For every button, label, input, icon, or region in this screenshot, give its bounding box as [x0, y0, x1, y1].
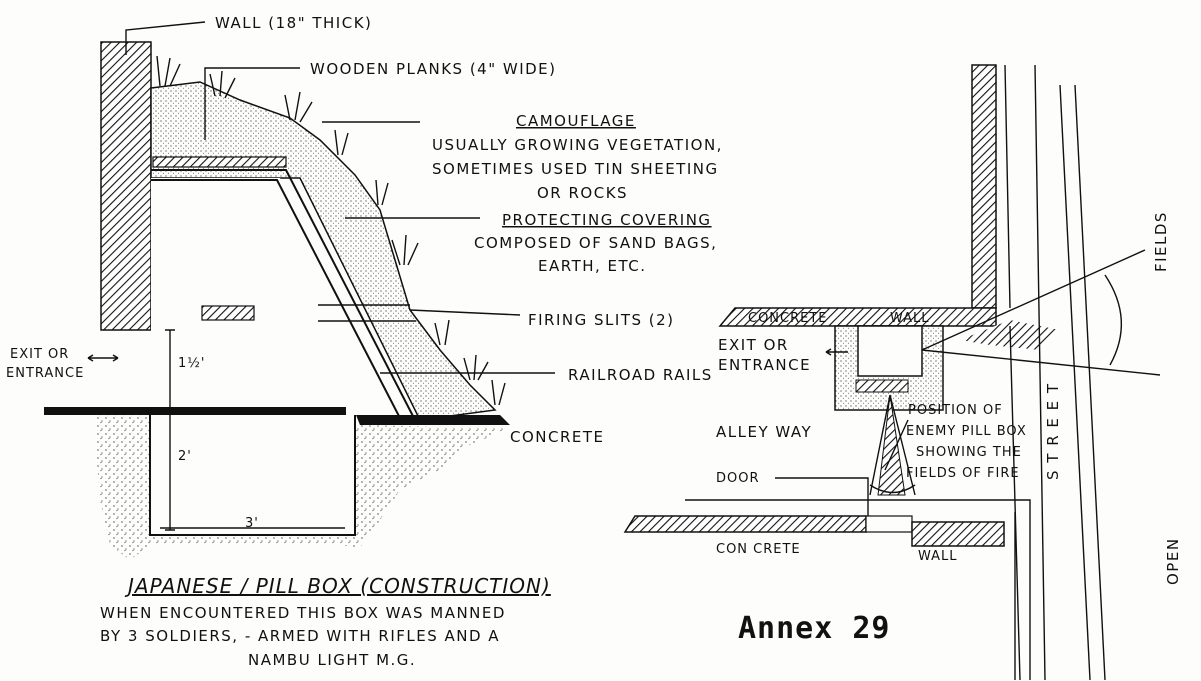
label-concrete: CONCRETE [510, 428, 605, 446]
fire-zone-down [877, 394, 906, 496]
railroad-rails [151, 169, 416, 421]
firing-slit [201, 305, 255, 321]
label-camouflage-line3: OR ROCKS [537, 184, 628, 202]
label-wall: WALL (18" THICK) [215, 14, 372, 32]
label-protecting-line2: EARTH, ETC. [538, 257, 647, 275]
vegetation-tufts [156, 55, 506, 406]
caption-line3: NAMBU LIGHT M.G. [248, 651, 416, 669]
label-wall-top: WALL [890, 311, 930, 326]
ground-line [44, 407, 346, 415]
label-alleyway: ALLEY WAY [716, 423, 812, 441]
wooden-planks [152, 156, 287, 168]
label-protecting-heading: PROTECTING COVERING [502, 211, 712, 229]
label-position-line3: SHOWING THE [916, 445, 1022, 460]
ground-dirt [96, 415, 510, 560]
label-door: DOOR [716, 471, 760, 486]
label-plan-exit-line1: EXIT OR [718, 336, 789, 354]
bottom-concrete-wall [623, 515, 867, 533]
caption-line1: WHEN ENCOUNTERED THIS BOX WAS MANNED [100, 604, 506, 622]
label-fields: FIELDS [1152, 211, 1170, 272]
label-position-line1: POSITION OF [908, 403, 1003, 418]
label-dim-height-upper: 1½' [178, 356, 205, 371]
label-street: S T R E E T [1044, 382, 1062, 480]
label-railroad-rails: RAILROAD RAILS [568, 366, 713, 384]
label-position-line2: ENEMY PILL BOX [906, 424, 1027, 439]
building-wall-vertical [971, 64, 997, 309]
plan-view [623, 64, 1161, 681]
label-plan-exit-line2: ENTRANCE [718, 356, 811, 374]
label-camouflage-heading: CAMOUFLAGE [516, 112, 636, 130]
label-dim-width: 3' [245, 516, 259, 531]
label-protecting-line1: COMPOSED OF SAND BAGS, [474, 234, 717, 252]
label-position-line4: FIELDS OF FIRE [906, 466, 1020, 481]
pillbox-interior [151, 178, 405, 420]
pillbox-cross-section [44, 21, 555, 560]
label-camouflage-line2: SOMETIMES USED TIN SHEETING [432, 160, 719, 178]
left-diagram-title: JAPANESE / PILL BOX (CONSTRUCTION) [124, 574, 551, 598]
label-camouflage-line1: USUALLY GROWING VEGETATION, [432, 136, 723, 154]
wall-hatched [100, 41, 152, 331]
label-dim-height-lower: 2' [178, 449, 192, 464]
label-wall-bottom: WALL [918, 549, 958, 564]
label-firing-slits: FIRING SLITS (2) [528, 311, 675, 329]
label-concrete-bottom: CON CRETE [716, 542, 801, 557]
label-open: OPEN [1164, 537, 1182, 585]
label-concrete-top: CONCRETE [748, 311, 828, 326]
label-wooden-planks: WOODEN PLANKS (4" WIDE) [310, 60, 557, 78]
annex-label: Annex 29 [738, 611, 891, 646]
label-exit-line2: ENTRANCE [6, 366, 84, 381]
caption-line2: BY 3 SOLDIERS, - ARMED WITH RIFLES AND A [100, 627, 500, 645]
label-exit-line1: EXIT OR [10, 347, 69, 362]
